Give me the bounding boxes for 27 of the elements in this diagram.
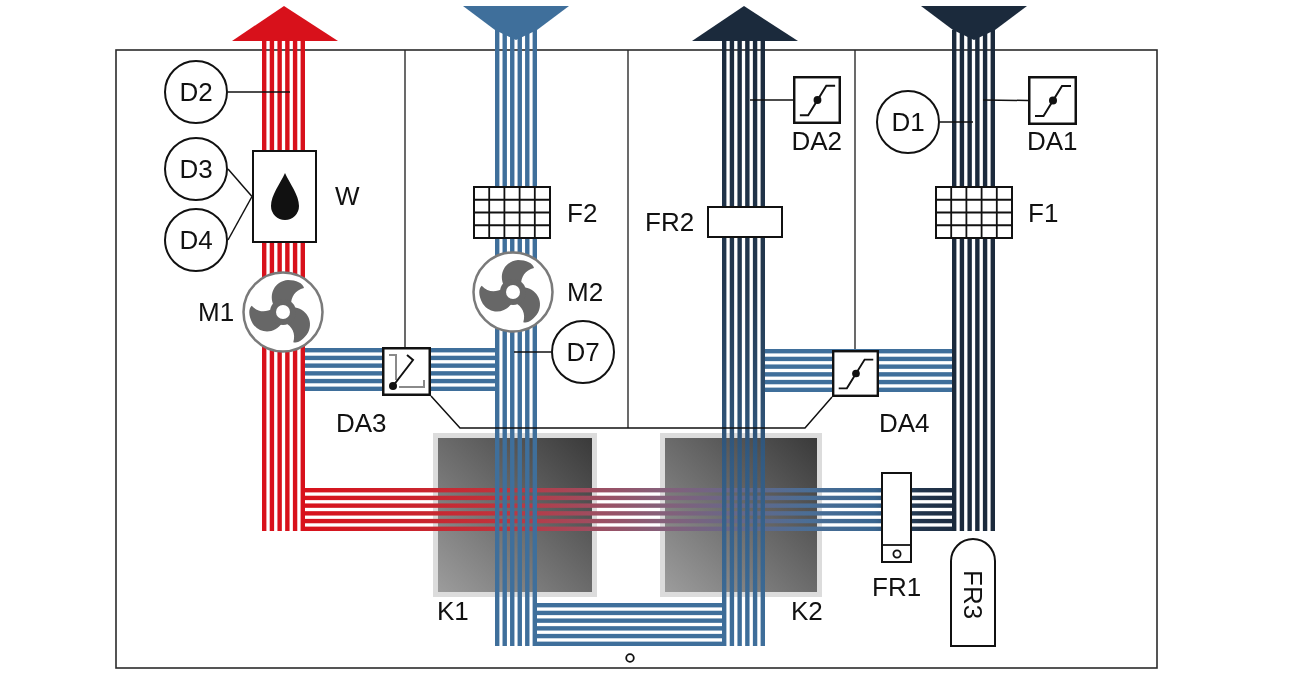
- component-label: DA4: [879, 410, 930, 436]
- component-label: FR3: [960, 569, 986, 619]
- leader-line: [513, 351, 552, 353]
- component-label: FR1: [872, 574, 922, 600]
- component-label: D7: [566, 339, 600, 365]
- component-label: D4: [179, 227, 213, 253]
- leader-line: [939, 121, 974, 123]
- leader-line: [227, 195, 253, 241]
- component-label: DA3: [336, 410, 387, 436]
- component-label: F2: [567, 200, 598, 226]
- component-label: W: [335, 183, 360, 209]
- leader-line: [982, 99, 1029, 102]
- component-label: D3: [179, 156, 213, 182]
- component-label: M1: [198, 299, 235, 325]
- component-label: D1: [891, 109, 925, 135]
- component-label: D2: [179, 79, 213, 105]
- component-label: F1: [1028, 200, 1059, 226]
- component-label: DA2: [791, 128, 843, 154]
- leader-line: [227, 168, 253, 198]
- leader-line: [227, 91, 291, 93]
- component-label: K1: [437, 598, 469, 624]
- component-label: DA1: [1027, 128, 1078, 154]
- component-label: K2: [791, 598, 823, 624]
- component-label: FR2: [645, 209, 695, 235]
- leader-line: [749, 99, 794, 101]
- linkage-line: [430, 395, 833, 429]
- component-label: M2: [567, 279, 604, 305]
